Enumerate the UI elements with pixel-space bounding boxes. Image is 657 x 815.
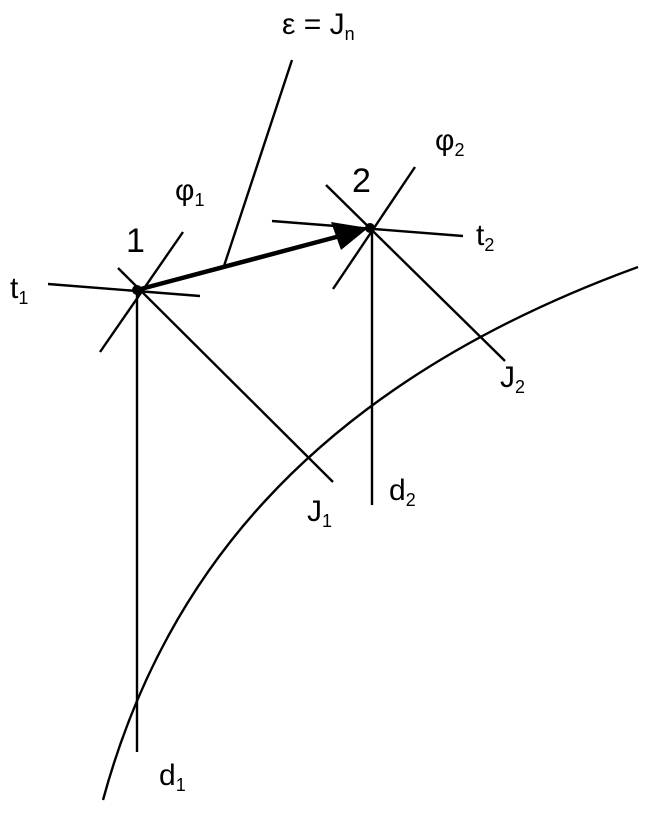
label-d2: d2 <box>389 474 416 510</box>
label-phi1: φ1 <box>175 174 204 210</box>
vector-arrow-head <box>331 222 368 250</box>
point-2-dot <box>365 223 375 233</box>
label-t2: t2 <box>476 219 494 255</box>
label-t1: t1 <box>10 272 28 308</box>
label-point-2: 2 <box>352 162 371 200</box>
line-t1 <box>47 282 201 298</box>
label-point-1: 1 <box>126 222 145 260</box>
line-J1 <box>117 267 334 483</box>
label-J2: J2 <box>500 361 525 397</box>
label-d1: d1 <box>159 759 186 795</box>
vector-arrow-shaft <box>136 233 341 293</box>
point-1-dot <box>132 285 142 295</box>
line-J2 <box>325 184 506 362</box>
curve-arc <box>101 265 639 801</box>
label-J1: J1 <box>307 495 332 531</box>
label-epsilon: ε = Jn <box>282 8 355 44</box>
line-epsilon-leader <box>222 59 294 267</box>
label-phi2: φ2 <box>435 124 464 160</box>
